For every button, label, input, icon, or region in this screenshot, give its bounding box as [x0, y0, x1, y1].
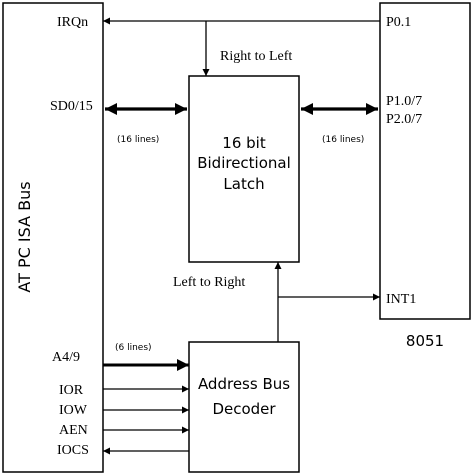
- int1-label: INT1: [386, 292, 416, 307]
- decoder-label-line1: Address Bus: [198, 375, 290, 393]
- iocs-label: IOCS: [57, 443, 89, 458]
- lines16-left-label: (16 lines): [117, 135, 159, 145]
- p01-label: P0.1: [386, 15, 411, 30]
- aen-label: AEN: [59, 423, 88, 438]
- lines16-right-label: (16 lines): [322, 135, 364, 145]
- latch-label-line2: Bidirectional: [197, 154, 291, 172]
- irq-label: IRQn: [57, 15, 88, 30]
- p10-label: P1.0/7: [386, 94, 422, 109]
- latch-label-line3: Latch: [223, 175, 264, 193]
- left-to-right-label: Left to Right: [173, 275, 245, 290]
- isa-bus-label: AT PC ISA Bus: [15, 181, 34, 292]
- p20-label: P2.0/7: [386, 112, 422, 127]
- decoder-label-line2: Decoder: [212, 400, 276, 418]
- iow-label: IOW: [59, 403, 88, 418]
- ior-label: IOR: [59, 383, 84, 398]
- a-label: A4/9: [52, 350, 80, 365]
- lines6-label: (6 lines): [115, 343, 152, 353]
- isa-bus-block: [2, 2, 104, 473]
- right-to-left-label: Right to Left: [220, 49, 292, 64]
- sd-label: SD0/15: [50, 99, 93, 114]
- latch-block: [188, 75, 300, 263]
- mcu-block: [379, 2, 471, 320]
- latch-label-line1: 16 bit: [222, 134, 266, 152]
- decoder-block: [188, 341, 300, 473]
- mcu-label: 8051: [406, 332, 444, 350]
